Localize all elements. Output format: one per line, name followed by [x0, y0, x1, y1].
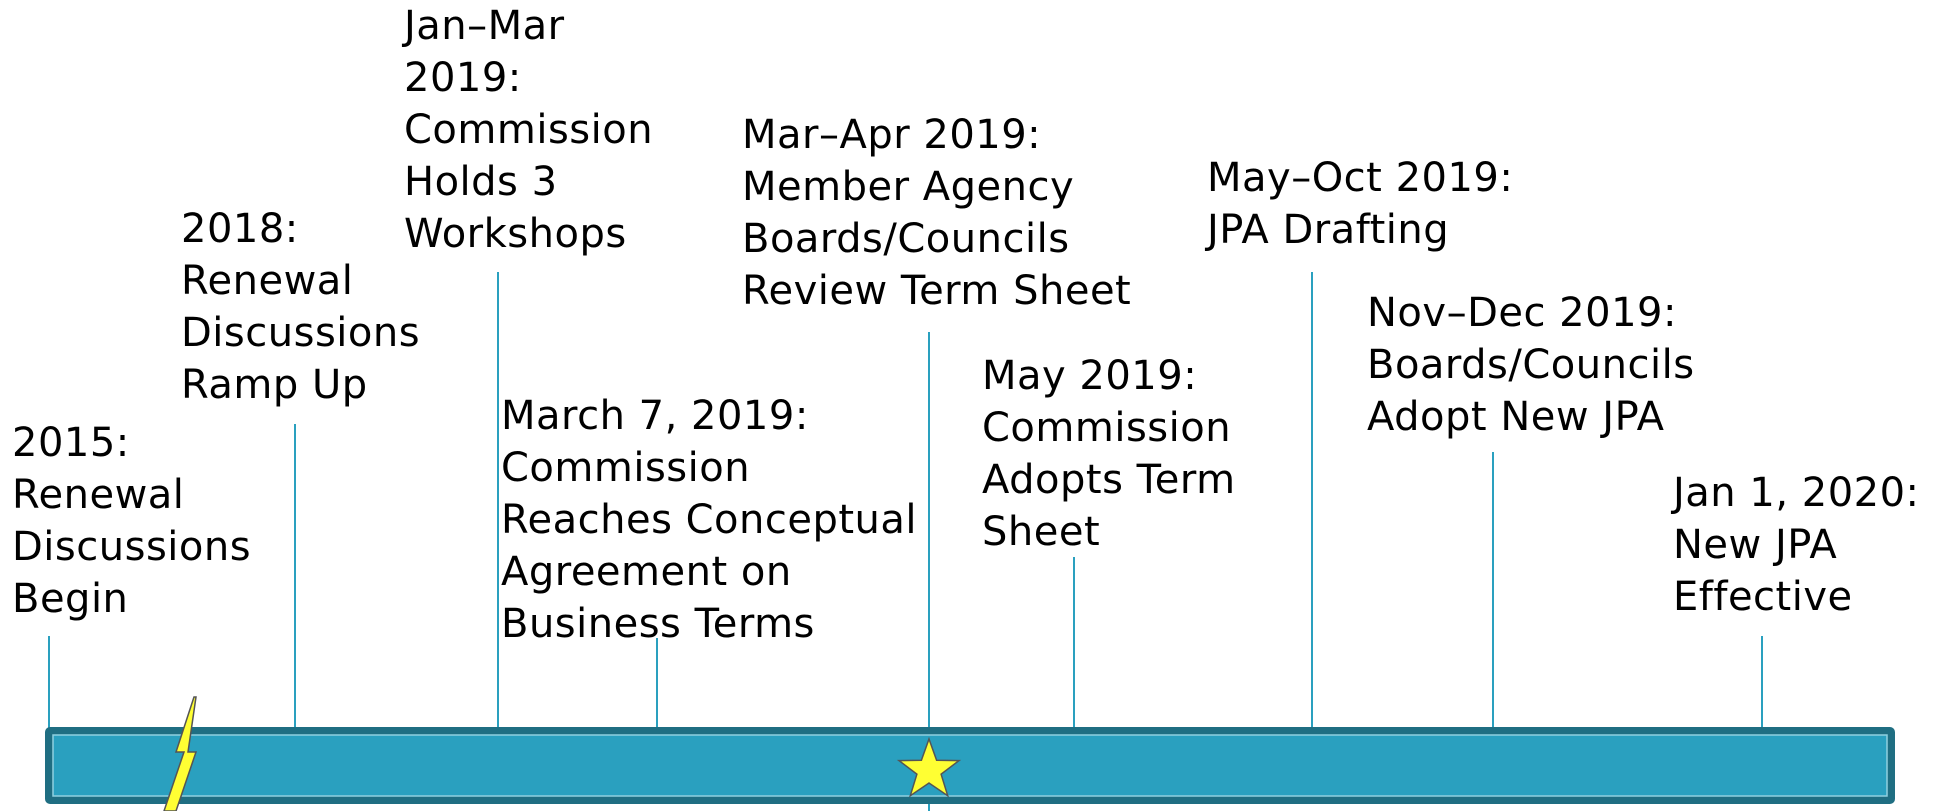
event-text-line: Adopts Term: [982, 457, 1236, 503]
event-text-line: Adopt New JPA: [1367, 394, 1665, 440]
event-text-line: Reaches Conceptual: [501, 497, 918, 543]
event-text-line: Business Terms: [501, 601, 815, 647]
star-icon: [896, 736, 962, 798]
event-text-line: May–Oct 2019:: [1207, 155, 1514, 201]
event-text-line: May 2019:: [982, 353, 1198, 399]
lightning-icon: [163, 696, 198, 811]
event-march-7-2019: March 7, 2019: Commission Reaches Concep…: [501, 390, 917, 650]
event-text-line: March 7, 2019:: [501, 393, 809, 439]
event-text-line: JPA Drafting: [1207, 207, 1450, 253]
event-text-line: Boards/Councils: [742, 216, 1070, 262]
event-text-line: Workshops: [404, 211, 627, 257]
event-text-line: Review Term Sheet: [742, 268, 1132, 314]
event-text-line: Boards/Councils: [1367, 342, 1695, 388]
event-text-line: Jan 1, 2020:: [1673, 470, 1920, 516]
event-text-line: Renewal: [181, 258, 354, 304]
event-mar-apr-2019: Mar–Apr 2019: Member Agency Boards/Counc…: [742, 109, 1131, 317]
event-text-line: Member Agency: [742, 164, 1075, 210]
event-text-line: Jan–Mar: [404, 3, 565, 49]
timeline-bar: [45, 727, 1895, 804]
connector-lines: [48, 272, 1763, 811]
event-jan-mar-2019: Jan–Mar 2019: Commission Holds 3 Worksho…: [404, 0, 653, 260]
event-text-line: Discussions: [12, 524, 252, 570]
event-text-line: 2019:: [404, 55, 522, 101]
event-text-line: Nov–Dec 2019:: [1367, 290, 1677, 336]
event-2018: 2018: Renewal Discussions Ramp Up: [181, 203, 420, 411]
event-text-line: 2018:: [181, 206, 299, 252]
event-text-line: Effective: [1673, 574, 1853, 620]
event-text-line: Commission: [982, 405, 1232, 451]
event-text-line: 2015:: [12, 420, 130, 466]
event-text-line: Begin: [12, 576, 129, 622]
event-text-line: Discussions: [181, 310, 421, 356]
event-may-2019: May 2019: Commission Adopts Term Sheet: [982, 350, 1236, 558]
event-may-oct-2019: May–Oct 2019: JPA Drafting: [1207, 152, 1513, 256]
event-text-line: Commission: [501, 445, 751, 491]
event-text-line: Renewal: [12, 472, 185, 518]
event-text-line: Commission: [404, 107, 654, 153]
event-text-line: Holds 3: [404, 159, 558, 205]
event-text-line: Sheet: [982, 509, 1101, 555]
timeline-bar-inner: [52, 734, 1888, 797]
event-2015: 2015: Renewal Discussions Begin: [12, 417, 251, 625]
event-nov-dec-2019: Nov–Dec 2019: Boards/Councils Adopt New …: [1367, 287, 1695, 443]
event-text-line: New JPA: [1673, 522, 1838, 568]
event-text-line: Mar–Apr 2019:: [742, 112, 1042, 158]
event-text-line: Ramp Up: [181, 362, 368, 408]
event-jan-1-2020: Jan 1, 2020: New JPA Effective: [1673, 467, 1920, 623]
event-text-line: Agreement on: [501, 549, 792, 595]
